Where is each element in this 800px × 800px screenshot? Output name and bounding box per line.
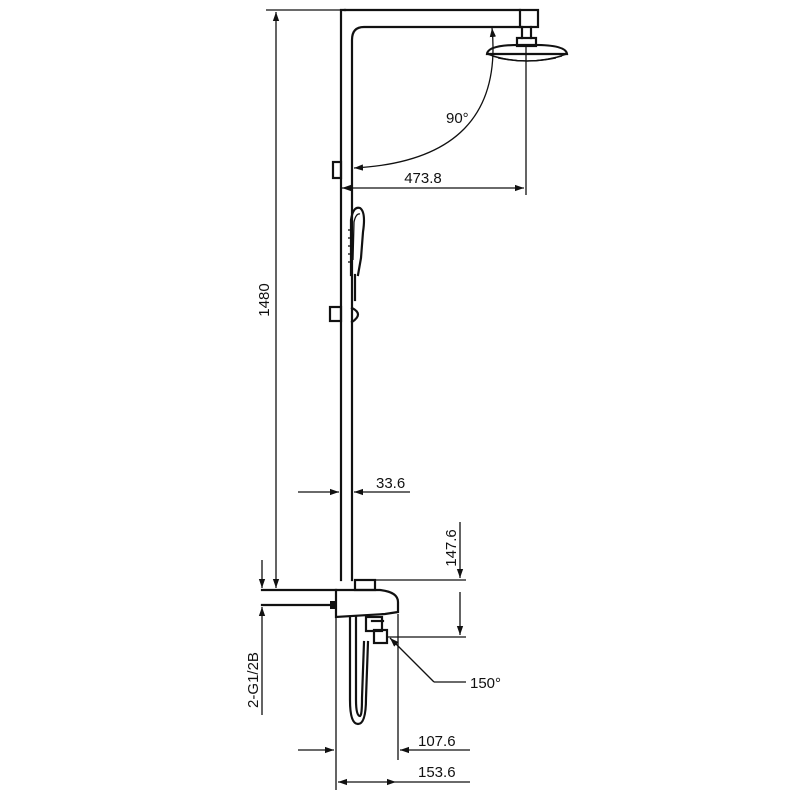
flexible-hose: [348, 615, 370, 726]
angle-spout-label: 150°: [470, 675, 501, 692]
dim-arm-reach: 473.8: [340, 46, 527, 195]
dim-mixer-depth-label: 153.6: [418, 764, 456, 781]
dim-spout-depth-label: 107.6: [418, 733, 456, 750]
dim-mixer-height: 147.6: [375, 522, 466, 638]
angle-spout: 150°: [389, 637, 501, 692]
dim-mixer-height-label: 147.6: [443, 529, 460, 567]
wall-arm: [260, 588, 338, 609]
column-bracket: [331, 160, 343, 180]
hand-shower: [348, 206, 366, 302]
dim-pipe-diameter: 33.6: [298, 475, 410, 496]
dim-spout-depth: 107.6: [298, 614, 470, 760]
angle-arm: 90°: [353, 27, 497, 171]
dim-total-height: 1480: [256, 9, 341, 591]
angle-arm-label: 90°: [446, 110, 469, 127]
rain-shower-head: [485, 25, 569, 62]
riser-column: [339, 8, 540, 582]
dim-pipe-diameter-label: 33.6: [376, 475, 405, 492]
mixer-valve: [334, 578, 400, 645]
dim-inlet-thread: 2-G1/2B: [245, 560, 266, 715]
slide-holder: [328, 305, 360, 324]
dim-arm-reach-label: 473.8: [404, 170, 442, 187]
dim-total-height-label: 1480: [256, 283, 273, 316]
dim-mixer-depth: 153.6: [338, 764, 470, 786]
dim-inlet-thread-label: 2-G1/2B: [245, 652, 262, 708]
